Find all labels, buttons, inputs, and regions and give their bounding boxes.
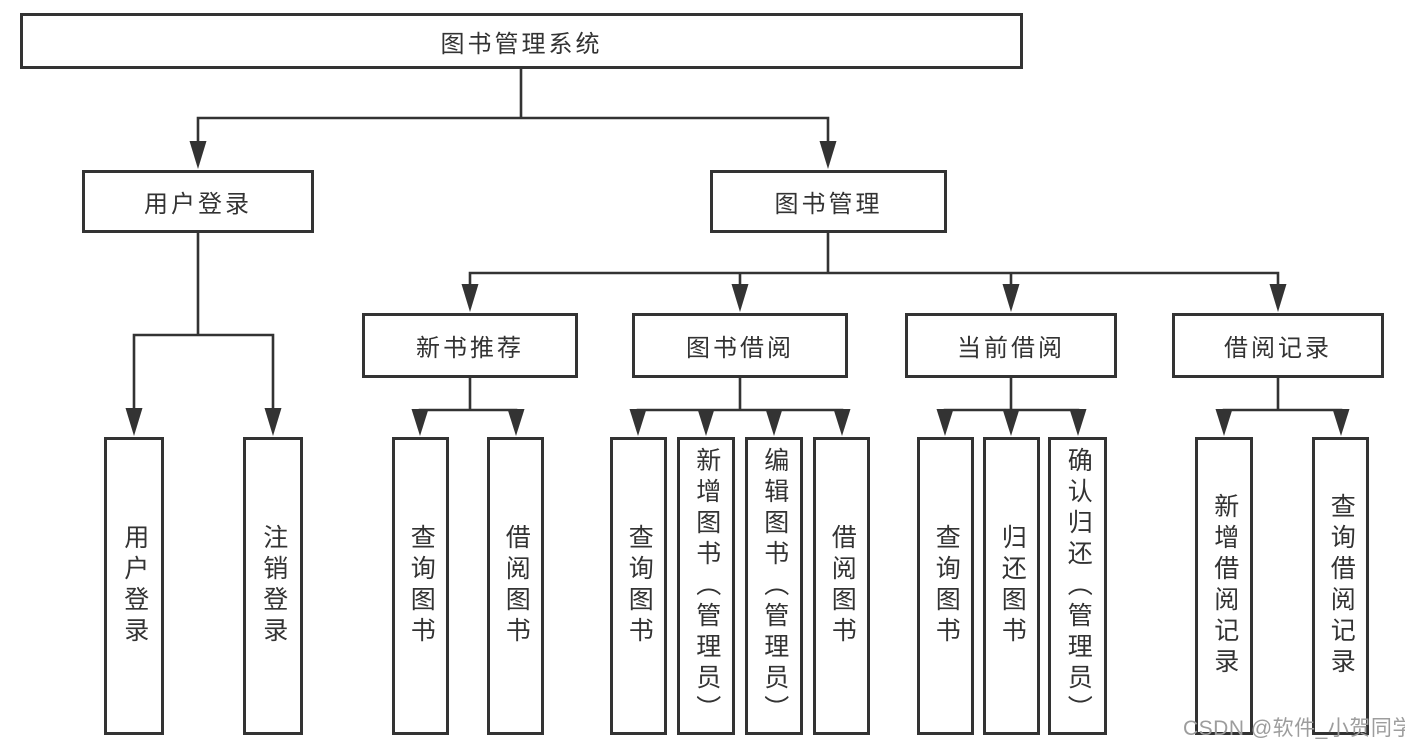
leaf-label: 新增图书（管理员） — [692, 446, 721, 726]
leaf-label: 新增借阅记录 — [1210, 493, 1239, 679]
arrowhead-current-borrowing — [1002, 284, 1020, 312]
leaf-query-borrow-record: 查询借阅记录 — [1312, 437, 1369, 735]
arrowhead-return-books — [1002, 409, 1020, 436]
node-label: 用户登录 — [144, 191, 252, 218]
leaf-add-borrow-record: 新增借阅记录 — [1195, 437, 1253, 735]
leaf-label: 借阅图书 — [502, 524, 531, 648]
node-label: 图书管理系统 — [440, 30, 603, 58]
arrowhead-borrow-books-1 — [507, 409, 525, 436]
node-label: 借阅记录 — [1224, 335, 1332, 362]
node-library-management-system: 图书管理系统 — [20, 13, 1023, 69]
leaf-label: 用户登录 — [120, 524, 149, 648]
leaf-query-books-recommend: 查询图书 — [392, 437, 449, 735]
node-label: 图书管理 — [774, 191, 883, 218]
connector-root-to-level2 — [196, 69, 830, 147]
node-label: 新书推荐 — [416, 335, 524, 362]
connector-borrowing-records-children — [1222, 377, 1343, 416]
arrowhead-add-borrow-record — [1215, 409, 1233, 436]
arrowhead-new-book-recommendation — [461, 284, 479, 312]
leaf-borrow-books-borrowing: 借阅图书 — [813, 437, 870, 735]
node-current-borrowing: 当前借阅 — [905, 313, 1117, 378]
node-book-borrowing: 图书借阅 — [632, 313, 848, 378]
arrowhead-leaf-user-login — [125, 408, 143, 436]
arrowhead-borrow-books-2 — [833, 409, 851, 436]
node-new-book-recommendation: 新书推荐 — [362, 313, 578, 378]
node-borrowing-records: 借阅记录 — [1172, 313, 1384, 378]
csdn-watermark: CSDN @软件_小贺同学 — [1183, 717, 1405, 740]
arrowhead-query-books-1 — [411, 409, 429, 436]
leaf-return-books: 归还图书 — [983, 437, 1040, 735]
node-user-login: 用户登录 — [82, 170, 314, 233]
node-label: 图书借阅 — [686, 335, 794, 362]
connector-user-login-children — [132, 232, 275, 412]
node-book-management: 图书管理 — [710, 170, 947, 233]
leaf-label: 归还图书 — [998, 524, 1027, 648]
leaf-label: 确认归还（管理员） — [1064, 446, 1093, 726]
arrowhead-user-login — [189, 141, 207, 169]
leaf-query-books-borrowing: 查询图书 — [610, 437, 667, 735]
leaf-logout-login: 注销登录 — [243, 437, 303, 735]
arrowhead-query-books-3 — [936, 409, 954, 436]
leaf-user-login: 用户登录 — [104, 437, 164, 735]
leaf-label: 查询图书 — [625, 524, 654, 648]
arrowhead-add-books — [697, 409, 715, 436]
leaf-edit-books-admin: 编辑图书（管理员） — [745, 437, 803, 735]
leaf-label: 注销登录 — [259, 524, 288, 648]
leaf-borrow-books-recommend: 借阅图书 — [487, 437, 544, 735]
leaf-label: 借阅图书 — [828, 524, 857, 648]
arrowhead-query-borrow-record — [1332, 409, 1350, 436]
node-label: 当前借阅 — [957, 335, 1065, 362]
arrowhead-leaf-logout — [264, 408, 282, 436]
leaf-query-books-current: 查询图书 — [917, 437, 974, 735]
connector-new-book-recommendation-children — [418, 377, 518, 416]
leaf-label: 查询借阅记录 — [1327, 493, 1356, 679]
leaf-label: 查询图书 — [407, 524, 436, 648]
connector-book-borrowing-children — [636, 377, 844, 416]
leaf-label: 查询图书 — [932, 524, 961, 648]
arrowhead-confirm-return — [1069, 409, 1087, 436]
arrowhead-borrowing-records — [1269, 284, 1287, 312]
leaf-confirm-return-admin: 确认归还（管理员） — [1048, 437, 1107, 735]
connector-book-management-children — [468, 232, 1280, 292]
arrowhead-book-management — [819, 141, 837, 169]
arrowhead-book-borrowing — [731, 284, 749, 312]
arrowhead-query-books-2 — [629, 409, 647, 436]
arrowhead-edit-books — [765, 409, 783, 436]
leaf-add-books-admin: 新增图书（管理员） — [677, 437, 735, 735]
leaf-label: 编辑图书（管理员） — [760, 446, 789, 726]
